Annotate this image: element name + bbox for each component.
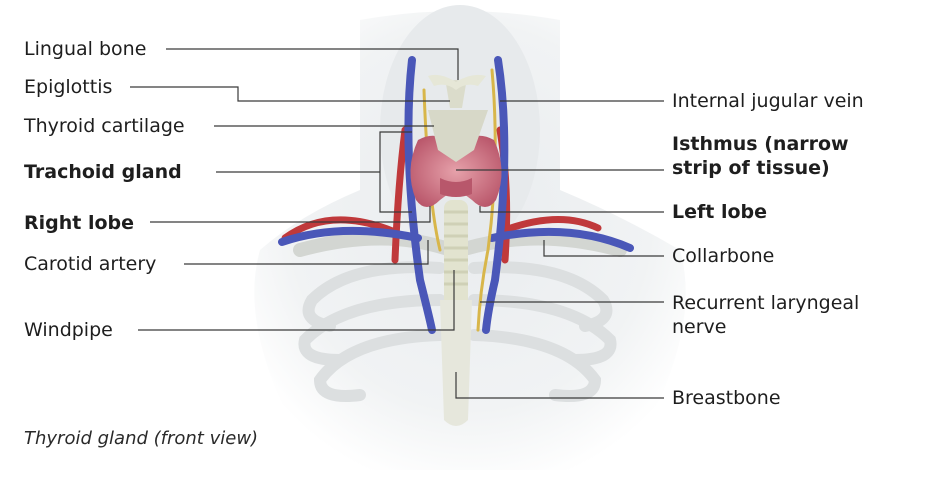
label-breastbone: Breastbone <box>672 387 781 409</box>
label-internal-jugular-vein: Internal jugular vein <box>672 90 864 112</box>
isthmus-shape <box>440 178 472 197</box>
leader-epiglottis <box>130 86 450 102</box>
figure-caption: Thyroid gland (front view) <box>24 428 259 449</box>
label-thyroid-cartilage: Thyroid cartilage <box>24 115 185 137</box>
label-lingual-bone: Lingual bone <box>24 38 147 60</box>
label-left-lobe: Left lobe <box>672 201 768 223</box>
label-right-lobe: Right lobe <box>24 212 135 234</box>
trachea-rings <box>444 210 468 286</box>
leader-lingual-bone <box>166 48 459 80</box>
rib-cage <box>298 261 617 402</box>
label-windpipe: Windpipe <box>24 319 113 341</box>
breastbone-shape <box>440 300 472 426</box>
label-recurrent-nerve-line2: nerve <box>672 316 727 338</box>
label-trachoid-gland: Trachoid gland <box>24 161 182 183</box>
thyroid-cartilage-shape <box>428 110 488 162</box>
label-collarbone: Collarbone <box>672 245 775 267</box>
leader-carotid-artery <box>184 240 429 265</box>
leader-right-lobe <box>150 206 431 223</box>
leader-bracket <box>379 131 412 213</box>
collarbones <box>293 231 627 257</box>
epiglottis-shape <box>446 80 466 108</box>
label-isthmus-line1: Isthmus (narrow <box>672 133 849 155</box>
label-epiglottis: Epiglottis <box>24 76 113 98</box>
thyroid-gland-shape <box>410 135 502 207</box>
label-recurrent-nerve-line1: Recurrent laryngeal <box>672 292 860 314</box>
leader-collarbone <box>543 240 664 257</box>
veins <box>278 56 634 334</box>
label-carotid-artery: Carotid artery <box>24 253 157 275</box>
leader-lines <box>130 48 664 399</box>
leader-breastbone <box>455 372 664 399</box>
label-isthmus-line2: strip of tissue) <box>672 157 830 179</box>
lingual-bone-shape <box>428 74 486 90</box>
leader-left-lobe <box>479 206 664 213</box>
leader-windpipe <box>138 270 455 331</box>
